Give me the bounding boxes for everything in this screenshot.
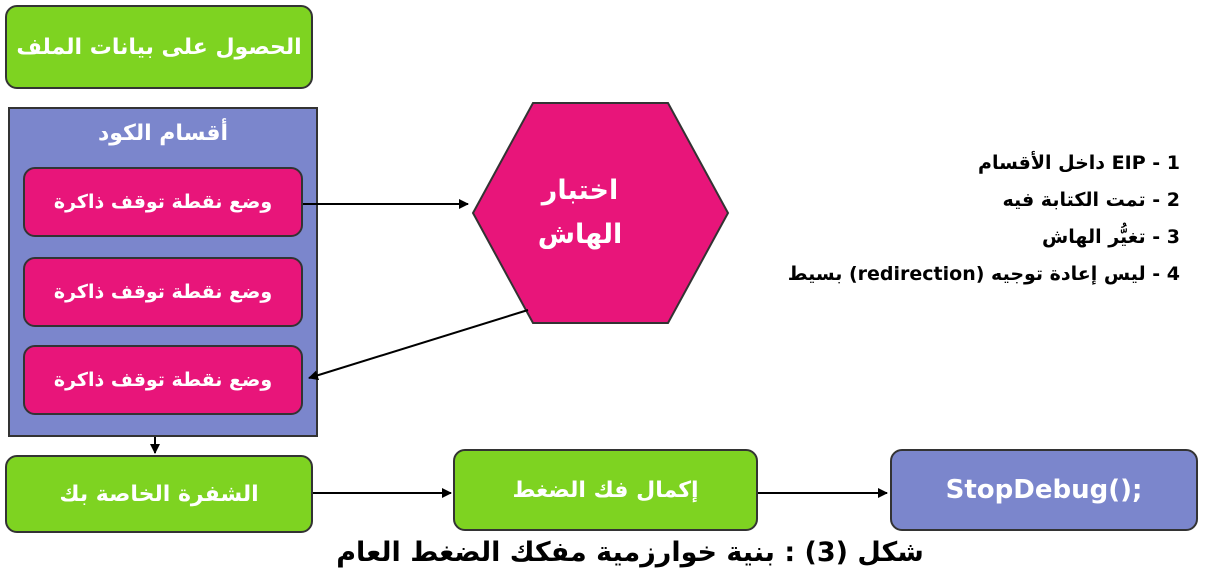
stop-debug-box: StopDebug();: [890, 449, 1198, 531]
figure-caption: شكل (3) : بنية خوارزمية مفكك الضغط العام: [336, 537, 924, 568]
breakpoint-box-3: وضع نقطة توقف ذاكرة: [23, 345, 303, 415]
your-code-box: الشفرة الخاصة بك: [5, 455, 313, 533]
breakpoint-box-2: وضع نقطة توقف ذاكرة: [23, 257, 303, 327]
get-file-data-label: الحصول على بيانات الملف: [16, 34, 302, 60]
breakpoint-box-1: وضع نقطة توقف ذاكرة: [23, 167, 303, 237]
arrow-hash-to-breakpoint: [308, 309, 529, 381]
code-sections-title: أقسام الكود: [97, 121, 229, 146]
conditions-list: 1 - EIP داخل الأقسام 2 - تمت الكتابة فيه…: [700, 145, 1180, 293]
complete-decompression-label: إكمال فك الضغط: [512, 477, 699, 503]
breakpoint-label-1: وضع نقطة توقف ذاكرة: [53, 191, 273, 213]
condition-item-2: 2 - تمت الكتابة فيه: [1002, 189, 1180, 211]
hash-test-label: اختبار الهاش: [480, 165, 680, 261]
breakpoint-label-3: وضع نقطة توقف ذاكرة: [53, 369, 273, 391]
hash-test-line-1: اختبار: [541, 175, 619, 206]
hash-test-hexagon: [471, 102, 730, 324]
get-file-data-box: الحصول على بيانات الملف: [5, 5, 313, 89]
complete-decompression-box: إكمال فك الضغط: [453, 449, 758, 531]
condition-item-1: 1 - EIP داخل الأقسام: [978, 152, 1180, 174]
condition-item-3: 3 - تغيُّر الهاش: [1042, 226, 1180, 248]
condition-item-4: 4 - ليس إعادة توجيه (redirection) بسيط: [787, 263, 1180, 285]
your-code-label: الشفرة الخاصة بك: [59, 481, 259, 507]
hash-test-line-2: الهاش: [537, 219, 623, 250]
stop-debug-label: StopDebug();: [945, 475, 1143, 505]
breakpoint-label-2: وضع نقطة توقف ذاكرة: [53, 281, 273, 303]
